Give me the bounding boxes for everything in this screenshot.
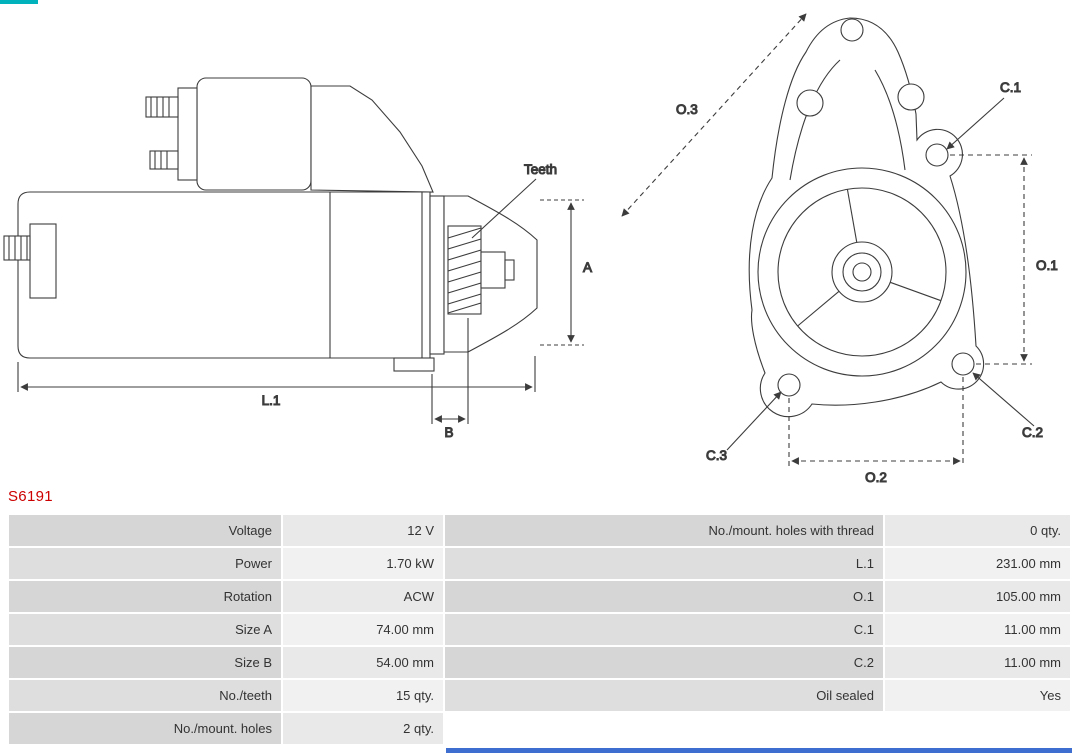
spec-label: O.1 <box>445 581 883 612</box>
body-terminal-stud <box>3 223 57 299</box>
mount-hole-c3 <box>777 373 801 397</box>
dim-label-o3: O.3 <box>676 102 698 117</box>
technical-drawing: Teeth A L.1 B <box>3 13 1058 486</box>
spec-value: 15 qty. <box>283 680 443 711</box>
teeth-label: Teeth <box>524 162 557 177</box>
mount-hole-c2 <box>951 352 975 376</box>
spec-value: Yes <box>885 680 1070 711</box>
spec-value: 54.00 mm <box>283 647 443 678</box>
dim-label-a: A <box>583 260 592 275</box>
spec-label: L.1 <box>445 548 883 579</box>
spec-value: ACW <box>283 581 443 612</box>
spec-label: No./mount. holes with thread <box>445 515 883 546</box>
spec-label: Voltage <box>9 515 281 546</box>
top-left-artifact <box>0 0 38 4</box>
spec-label: Size B <box>9 647 281 678</box>
dim-label-l1: L.1 <box>262 393 281 408</box>
table-row: Voltage 12 V No./mount. holes with threa… <box>9 515 1070 546</box>
spec-value: 1.70 kW <box>283 548 443 579</box>
spec-value: 105.00 mm <box>885 581 1070 612</box>
solenoid <box>196 77 312 191</box>
dim-label-o1: O.1 <box>1036 258 1058 273</box>
side-view-dimensions: Teeth A L.1 B <box>17 161 593 441</box>
starter-front-view <box>748 17 985 418</box>
table-row: Power 1.70 kW L.1 231.00 mm <box>9 548 1070 579</box>
spec-label: Rotation <box>9 581 281 612</box>
spec-value: 2 qty. <box>283 713 443 744</box>
dim-label-o2: O.2 <box>865 470 887 485</box>
starter-side-view <box>3 77 538 372</box>
specs-table: Voltage 12 V No./mount. holes with threa… <box>7 513 1072 746</box>
spec-value-empty <box>885 713 1070 744</box>
dim-label-c1: C.1 <box>1000 80 1021 95</box>
table-row: No./mount. holes 2 qty. <box>9 713 1070 744</box>
spec-label: No./mount. holes <box>9 713 281 744</box>
spec-label: Oil sealed <box>445 680 883 711</box>
spec-label: C.1 <box>445 614 883 645</box>
mount-hole-c1 <box>925 143 949 167</box>
spec-value: 11.00 mm <box>885 647 1070 678</box>
spec-value: 0 qty. <box>885 515 1070 546</box>
table-row: No./teeth 15 qty. Oil sealed Yes <box>9 680 1070 711</box>
bottom-blue-bar <box>446 748 1072 753</box>
spec-label: C.2 <box>445 647 883 678</box>
spec-label: Size A <box>9 614 281 645</box>
dim-label-c2: C.2 <box>1022 425 1043 440</box>
pinion-gear <box>447 225 482 315</box>
front-view-dimensions: O.3 O.1 O.2 C.1 C.2 C.3 <box>621 13 1058 486</box>
spec-value: 12 V <box>283 515 443 546</box>
spec-label: No./teeth <box>9 680 281 711</box>
dim-label-b: B <box>444 425 453 440</box>
mounting-face <box>757 167 967 377</box>
table-row: Rotation ACW O.1 105.00 mm <box>9 581 1070 612</box>
spec-value: 74.00 mm <box>283 614 443 645</box>
table-row: Size A 74.00 mm C.1 11.00 mm <box>9 614 1070 645</box>
part-number: S6191 <box>8 488 53 505</box>
spec-value: 231.00 mm <box>885 548 1070 579</box>
spec-label: Power <box>9 548 281 579</box>
dim-label-c3: C.3 <box>706 448 727 463</box>
spec-label-empty <box>445 713 883 744</box>
spec-value: 11.00 mm <box>885 614 1070 645</box>
solenoid-terminal-studs <box>145 96 179 170</box>
motor-body <box>17 191 431 359</box>
table-row: Size B 54.00 mm C.2 11.00 mm <box>9 647 1070 678</box>
